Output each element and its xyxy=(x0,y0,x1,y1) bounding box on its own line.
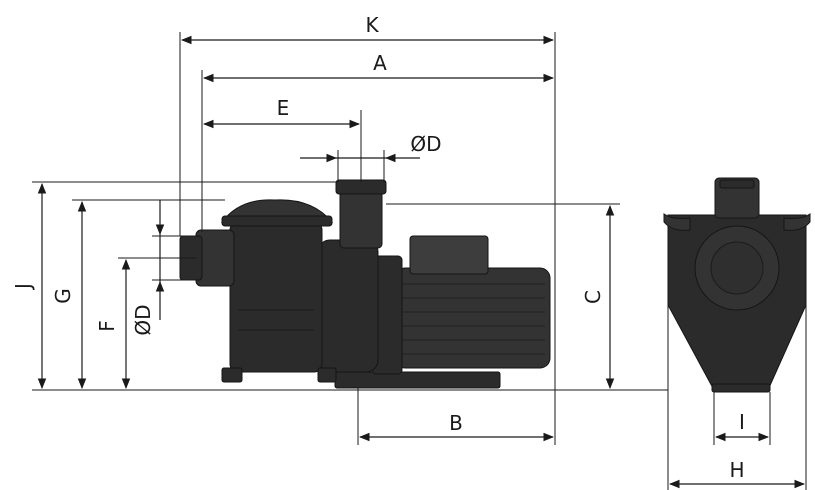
pump-front-view xyxy=(663,177,811,393)
label-J: J xyxy=(11,283,35,291)
label-G: G xyxy=(51,288,75,304)
extension-lines xyxy=(32,32,807,490)
dimension-labels: K A E ØD J G F ØD C B I H xyxy=(11,13,745,482)
pump-side-view xyxy=(179,179,551,389)
label-E: E xyxy=(277,96,290,120)
label-D-top: ØD xyxy=(410,132,441,156)
label-H: H xyxy=(729,458,744,482)
label-I: I xyxy=(739,410,745,434)
label-F: F xyxy=(95,320,119,332)
dimension-lines xyxy=(37,35,806,489)
label-C: C xyxy=(581,290,605,304)
label-K: K xyxy=(365,13,379,37)
label-A: A xyxy=(373,51,387,75)
label-B: B xyxy=(449,411,463,435)
label-D-side: ØD xyxy=(131,304,155,335)
